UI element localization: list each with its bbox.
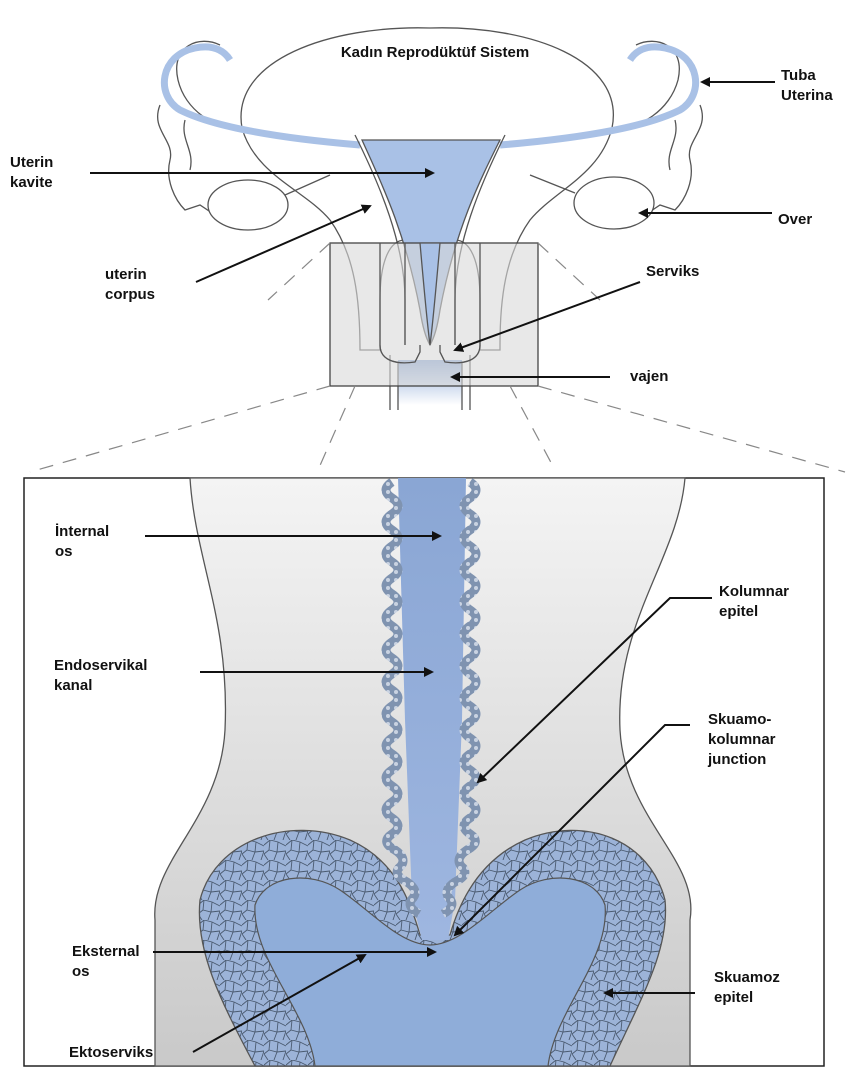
label-skuamoz-epitel: Skuamoz epitel — [714, 968, 780, 1008]
label-kolumnar-epitel: Kolumnar epitel — [719, 582, 789, 622]
label-endoservikal-kanal: Endoservikal kanal — [54, 656, 147, 696]
right-ovary — [574, 177, 654, 229]
label-skuamokolumnar-junction: Skuamo- kolumnar junction — [708, 710, 776, 770]
label-uterin-kavite: Uterin kavite — [10, 153, 53, 193]
label-over: Over — [778, 210, 812, 230]
label-eksternal-os: Eksternal os — [72, 942, 140, 982]
label-uterin-corpus: uterin corpus — [105, 265, 155, 305]
label-internal-os: İnternal os — [55, 522, 109, 562]
uterus-illustration — [158, 28, 703, 410]
diagram-title: Kadın Reprodüktüf Sistem — [300, 44, 570, 61]
label-vajen: vajen — [630, 367, 668, 387]
label-ektoserviks: Ektoserviks — [69, 1043, 153, 1063]
label-serviks: Serviks — [646, 262, 699, 282]
left-ovary — [208, 180, 288, 230]
label-tuba-uterina: Tuba Uterina — [781, 66, 833, 106]
